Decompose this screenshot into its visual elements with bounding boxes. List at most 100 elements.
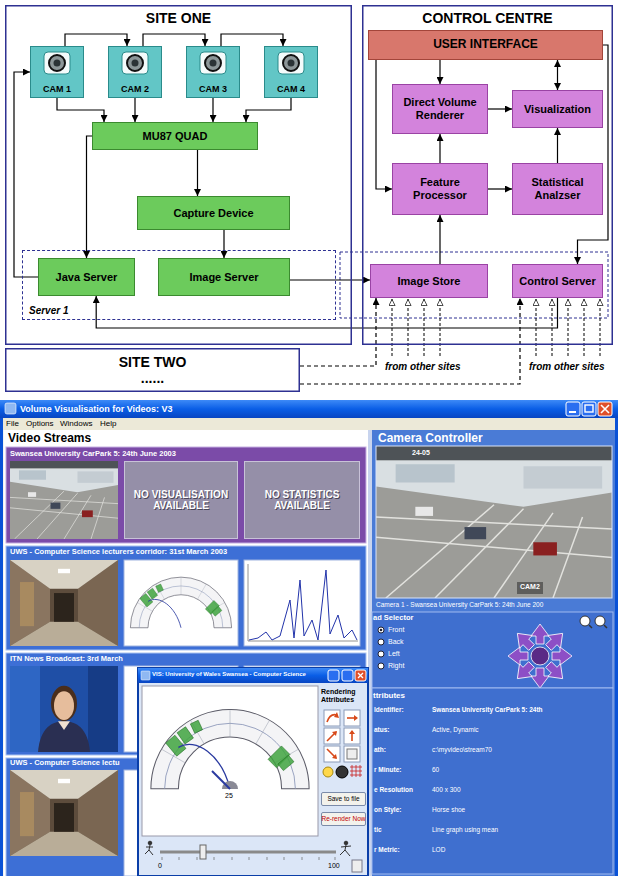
- time-slider: [344, 841, 348, 845]
- node-label: CAM 1: [43, 84, 71, 94]
- stream-row: [6, 447, 366, 543]
- app-window: [3, 418, 615, 430]
- app-window: [598, 402, 612, 416]
- time-slider: [160, 851, 336, 854]
- app-window: [3, 430, 615, 876]
- connector: [290, 279, 370, 280]
- render-attribute-icons: [332, 731, 337, 736]
- direction-pad: [508, 647, 528, 665]
- connector: [57, 98, 104, 122]
- render-attribute-icons: [344, 746, 360, 762]
- incoming-feed-arrows: [584, 299, 585, 356]
- view-selector: [378, 627, 384, 633]
- time-slider: [319, 857, 320, 860]
- node-label: Save to file: [327, 795, 359, 802]
- camera-lens-icon: [199, 51, 227, 75]
- view-selector: [372, 612, 613, 688]
- stream-row: [6, 546, 366, 650]
- window-title: Volume Visualisation for Videos: V3: [20, 404, 173, 414]
- incoming-feed-arrows: [600, 299, 601, 356]
- stream-row: [124, 560, 238, 646]
- attribute-value: 60: [432, 766, 439, 773]
- time-slider: [284, 857, 285, 860]
- attribute-name: ath:: [374, 746, 386, 753]
- site-region: SITE ONECAM 1CAM 2CAM 3CAM 4MU87 QUADCap…: [5, 5, 352, 345]
- node-label: Control Server: [519, 275, 595, 288]
- connector: [488, 108, 512, 109]
- view-selector: [378, 639, 384, 645]
- attribute-name: Identifier:: [374, 706, 404, 713]
- connector: [223, 230, 224, 258]
- render-attribute-icons: [354, 715, 358, 721]
- node-label: Server 1: [29, 305, 68, 317]
- stream-title: ITN News Broadcast: 3rd March: [10, 655, 123, 664]
- app-window: [4, 430, 368, 876]
- time-slider: [179, 857, 180, 860]
- popup-window: [142, 686, 318, 836]
- attribute-value: LOD: [432, 846, 445, 853]
- connector: [134, 98, 135, 122]
- node-label: CONTROL CENTRE: [422, 10, 552, 26]
- process-box: MU87 QUAD: [92, 122, 258, 150]
- connector: [87, 136, 93, 258]
- popup-window: [342, 670, 353, 681]
- camera-lens-icon: [200, 52, 226, 74]
- render-attribute-icons: [349, 730, 355, 734]
- interface-bar: USER INTERFACE: [368, 30, 603, 60]
- connector: [557, 60, 558, 90]
- section-heading: ad Selector: [373, 614, 413, 623]
- connector: [300, 298, 376, 366]
- panel-heading: Rendering Attributes: [321, 688, 367, 704]
- render-attribute-icons: [324, 746, 340, 762]
- connector: [300, 298, 520, 384]
- server-group: Server 1Java ServerImage Server: [22, 250, 336, 320]
- app-window: [582, 402, 596, 416]
- attribute-value: Horse shoe: [432, 806, 465, 813]
- render-attribute-icons: [323, 710, 362, 778]
- app-window: [372, 430, 615, 876]
- node-label: CAM 3: [199, 84, 227, 94]
- stream-row: [6, 546, 366, 650]
- camera-lens-icon: [205, 55, 221, 71]
- popup-window: [138, 668, 368, 876]
- attribute-name: atus:: [374, 726, 390, 733]
- window-title: VIS: University of Wales Swansea - Compu…: [152, 671, 306, 678]
- time-slider: [145, 845, 153, 855]
- connector: [197, 150, 198, 196]
- app-window: [0, 400, 618, 876]
- node-label: SITE ONE: [146, 10, 211, 26]
- time-slider: [197, 857, 198, 860]
- time-slider: [214, 857, 215, 860]
- app-window: [601, 405, 609, 413]
- camera-lens-icon: [44, 52, 70, 74]
- popup-window: [138, 668, 368, 683]
- time-slider: [352, 860, 362, 872]
- camera-lens-icon: [288, 60, 295, 67]
- node-label: NO VISUALISATION AVAILABLE: [128, 489, 234, 512]
- attribute-value: 400 x 300: [432, 786, 461, 793]
- connector: [246, 98, 291, 122]
- attribute-value: Active, Dynamic: [432, 726, 479, 733]
- camera-lens-icon: [283, 55, 299, 71]
- radio-option: Left: [388, 650, 400, 658]
- attribute-value: c:\myvideo\stream70: [432, 746, 492, 753]
- camera-view: [517, 582, 543, 594]
- camera-box: CAM 1: [30, 46, 84, 98]
- popup-window: [141, 671, 150, 680]
- stream-row: [130, 577, 231, 628]
- camera-lens-icon: [122, 52, 148, 74]
- camera-lens-icon: [121, 51, 149, 75]
- camera-id: CAM2: [520, 583, 540, 591]
- camera-lens-icon: [278, 52, 304, 74]
- panel-heading: Camera Controller: [378, 432, 483, 446]
- stream-row: [6, 447, 366, 543]
- attribute-name: r Metric:: [374, 846, 400, 853]
- time-slider: [249, 857, 250, 860]
- camera-lens-icon: [54, 60, 61, 67]
- time-slider: [200, 845, 206, 859]
- render-attribute-icons: [356, 765, 357, 777]
- time-slider: [148, 841, 152, 845]
- placeholder-panel: NO VISUALISATION AVAILABLE: [124, 461, 238, 539]
- popup-window: [138, 668, 368, 876]
- site-note: from other sites: [528, 361, 606, 373]
